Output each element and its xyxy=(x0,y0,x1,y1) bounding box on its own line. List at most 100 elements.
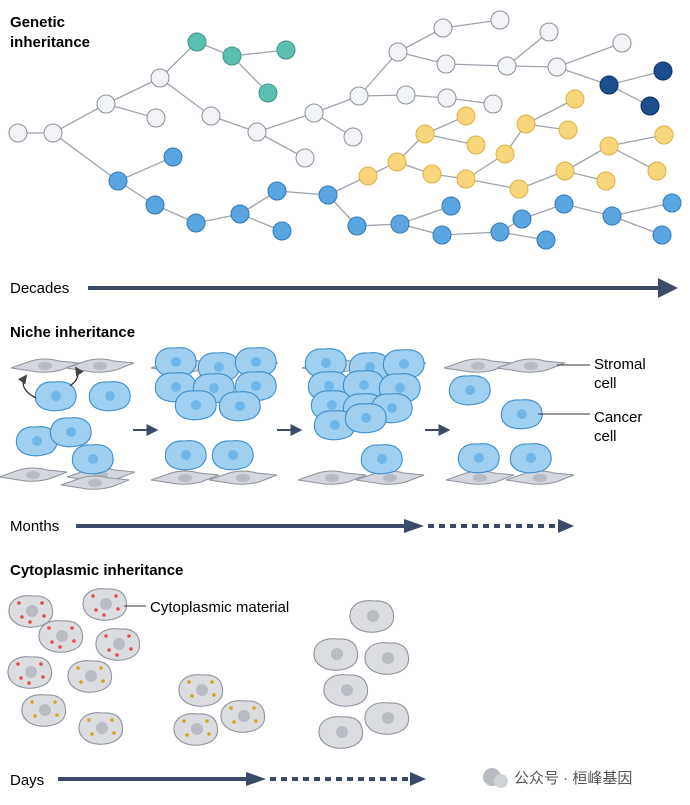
red-material-dot xyxy=(115,653,119,657)
red-material-dot xyxy=(104,634,108,638)
tree-edge xyxy=(611,202,673,217)
cytoplasmic-nucleus xyxy=(367,610,379,622)
gold-material-dot xyxy=(229,706,233,710)
cancer-nucleus xyxy=(324,381,334,391)
cancer-cell xyxy=(174,390,217,421)
cancer-nucleus xyxy=(474,453,484,463)
stromal-nucleus xyxy=(26,471,40,479)
red-material-dot xyxy=(50,640,54,644)
cytoplasmic-cell xyxy=(364,642,410,675)
wechat-icon-secondary xyxy=(494,774,508,788)
red-material-dot xyxy=(72,639,76,643)
tree-edge xyxy=(358,51,399,97)
cytoplasmic-cell xyxy=(21,694,67,727)
red-material-dot xyxy=(17,601,21,605)
lineage-node-teal xyxy=(187,32,207,52)
cytoplasmic-cell xyxy=(7,656,53,689)
cancer-nucleus xyxy=(359,380,369,390)
lineage-node-normal xyxy=(304,103,324,123)
cancer-nucleus xyxy=(330,420,340,430)
lineage-node-yellow xyxy=(387,152,407,172)
cytoplasmic-cells xyxy=(7,588,410,749)
gold-material-dot xyxy=(110,718,114,722)
cancer-cell xyxy=(218,391,261,422)
gold-material-dot xyxy=(190,694,194,698)
lineage-node-yellow xyxy=(596,171,616,191)
days-arrow-head xyxy=(410,772,426,786)
gold-material-dot xyxy=(182,719,186,723)
red-material-dot xyxy=(42,614,46,618)
red-material-dot xyxy=(40,601,44,605)
cytoplasmic-nucleus xyxy=(56,630,68,642)
tree-edge xyxy=(556,42,623,68)
division-arrow-right xyxy=(69,366,84,387)
days-arrow-mid-head xyxy=(246,772,266,786)
lineage-node-blue xyxy=(108,171,128,191)
cancer-cell xyxy=(49,417,92,448)
gold-material-dot xyxy=(30,700,34,704)
lineage-node-blue xyxy=(272,221,292,241)
stromal-cell xyxy=(0,467,68,482)
tree-edge xyxy=(105,77,161,105)
lineage-node-blue xyxy=(602,206,622,226)
lineage-node-blue xyxy=(347,216,367,236)
cancer-nucleus xyxy=(387,403,397,413)
gold-material-dot xyxy=(212,693,216,697)
cytoplasmic-nucleus xyxy=(39,704,51,716)
cancer-nucleus xyxy=(214,362,224,372)
red-material-dot xyxy=(94,608,98,612)
lineage-node-yellow xyxy=(599,136,619,156)
lineage-node-blue xyxy=(554,194,574,214)
lineage-node-yellow xyxy=(495,144,515,164)
lineage-node-normal xyxy=(483,94,503,114)
cancer-cell xyxy=(457,443,500,474)
red-material-dot xyxy=(16,662,20,666)
lineage-node-normal xyxy=(490,10,510,30)
lineage-node-normal xyxy=(349,86,369,106)
stromal-nucleus xyxy=(325,474,339,482)
cytoplasmic-nucleus xyxy=(331,648,343,660)
cancer-cell xyxy=(448,375,491,406)
lineage-node-blue xyxy=(163,147,183,167)
gold-material-dot xyxy=(232,720,236,724)
lineage-node-blue xyxy=(512,209,532,229)
cancer-nucleus xyxy=(321,358,331,368)
cancer-nucleus xyxy=(66,427,76,437)
gold-material-dot xyxy=(79,680,83,684)
lineage-node-navy xyxy=(599,75,619,95)
cancer-nucleus xyxy=(32,436,42,446)
lineage-node-teal xyxy=(258,83,278,103)
stromal-cell xyxy=(505,470,575,485)
gold-material-dot xyxy=(87,718,91,722)
cancer-label-line2: cell xyxy=(594,428,617,445)
cancer-nucleus xyxy=(181,450,191,460)
cancer-nucleus xyxy=(191,400,201,410)
lineage-node-blue xyxy=(318,185,338,205)
gold-material-dot xyxy=(101,679,105,683)
stromal-nucleus xyxy=(471,362,485,370)
gold-material-dot xyxy=(187,680,191,684)
lineage-node-normal xyxy=(146,108,166,128)
stromal-cell xyxy=(208,470,278,485)
red-material-dot xyxy=(107,648,111,652)
lineage-node-normal xyxy=(201,106,221,126)
tree-edge xyxy=(442,19,501,29)
lineage-node-blue xyxy=(536,230,556,250)
cancer-cell xyxy=(500,399,543,430)
niche-section: Niche inheritance Stromal cell Cancer ce… xyxy=(0,324,646,535)
cancer-nucleus xyxy=(228,450,238,460)
niche-title: Niche inheritance xyxy=(10,324,135,341)
gold-material-dot xyxy=(205,719,209,723)
gold-material-dot xyxy=(53,700,57,704)
cytoplasmic-cell xyxy=(95,628,141,661)
lineage-node-yellow xyxy=(456,106,476,126)
cytoplasmic-cell xyxy=(323,674,369,707)
cancer-label-line1: Cancer xyxy=(594,409,642,426)
stromal-label-line2: cell xyxy=(594,375,617,392)
months-label: Months xyxy=(10,518,59,535)
lineage-node-blue xyxy=(230,204,250,224)
watermark-text: 公众号 · 桓峰基因 xyxy=(514,770,632,787)
lineage-node-blue xyxy=(652,225,672,245)
lineage-node-navy xyxy=(653,61,673,81)
tree-edge xyxy=(445,63,508,67)
